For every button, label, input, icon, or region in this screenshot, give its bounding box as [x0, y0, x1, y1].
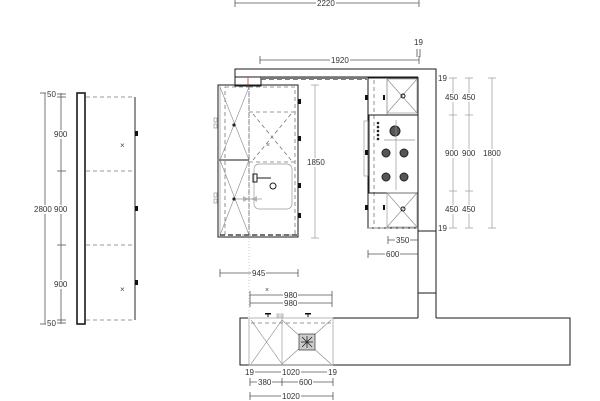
label-bottom-gap: 50: [46, 319, 57, 328]
label-overall-width: 2220: [316, 0, 336, 8]
label-bottom-top-dim-2: 980: [283, 299, 299, 308]
label-top-gap: 50: [46, 90, 57, 99]
label-col2-bottom: 450: [461, 205, 477, 214]
label-bottom-overall: 1020: [281, 392, 301, 401]
label-right-end-top: 19: [437, 74, 448, 83]
svg-text:×: ×: [120, 141, 125, 150]
wall-outline: [234, 68, 571, 366]
label-run-width: 1920: [330, 56, 350, 65]
label-right-total: 1800: [482, 149, 502, 158]
label-bottom-seg-1: 380: [257, 378, 273, 387]
svg-text:×: ×: [120, 285, 125, 294]
label-col1-mid: 900: [444, 149, 460, 158]
label-depth-b: 600: [385, 250, 401, 259]
burner-icons: [381, 125, 409, 182]
right-run-cabinets: [363, 77, 496, 258]
label-left-run-depth: 1850: [306, 158, 326, 167]
label-section-3: 900: [53, 280, 69, 289]
label-end-panel: 19: [413, 38, 424, 47]
label-right-end-bottom: 19: [437, 224, 448, 233]
label-bottom-width: 1020: [281, 368, 301, 377]
label-depth-a: 350: [395, 236, 411, 245]
label-bottom-top-dim-1: 980: [283, 291, 299, 300]
label-col1-bottom: 450: [444, 205, 460, 214]
label-section-2: 900: [53, 205, 69, 214]
svg-text:×: ×: [265, 287, 269, 294]
svg-text:×: ×: [266, 142, 270, 149]
label-col2-mid: 900: [461, 149, 477, 158]
label-total-height: 2800: [33, 205, 53, 214]
label-left-run-width: 945: [251, 269, 267, 278]
label-col2-top: 450: [461, 93, 477, 102]
dims-middle: ×: [219, 269, 333, 307]
label-bottom-seg-2: 600: [298, 378, 314, 387]
left-run-cabinets: ×: [213, 84, 319, 318]
label-col1-top: 450: [444, 93, 460, 102]
label-bottom-right-end: 19: [327, 368, 338, 377]
label-section-1: 900: [53, 130, 69, 139]
label-bottom-left-end: 19: [244, 368, 255, 377]
